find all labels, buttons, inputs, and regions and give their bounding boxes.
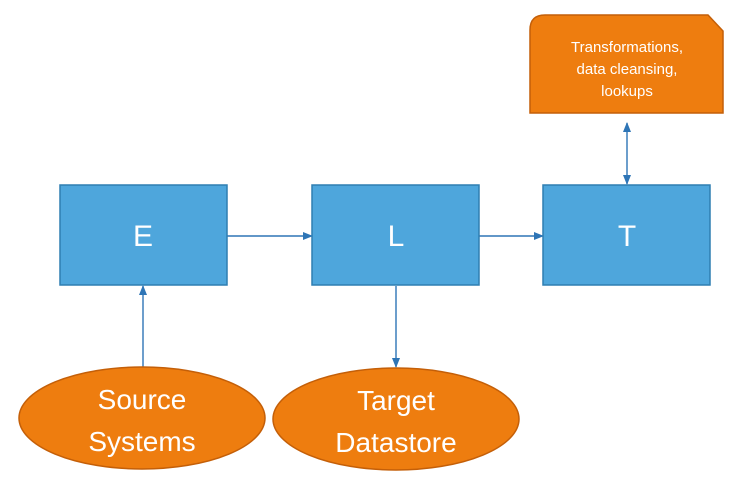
target-line-2: Datastore [335, 427, 456, 458]
note-shape [529, 14, 724, 114]
node-source-systems[interactable]: Source Systems [18, 366, 266, 470]
target-ellipse [272, 367, 520, 471]
node-l-box [311, 184, 480, 286]
note-line-1: Transformations, [571, 39, 683, 56]
node-l-label: L [388, 220, 405, 253]
node-t-box [542, 184, 711, 286]
node-t-label: T [618, 220, 636, 253]
node-t[interactable]: T [542, 184, 711, 286]
node-e[interactable]: E [59, 184, 228, 286]
source-line-1: Source [98, 384, 187, 415]
node-l[interactable]: L [311, 184, 480, 286]
note-line-2: data cleansing, [577, 61, 678, 78]
node-e-label: E [133, 220, 153, 253]
node-transformations-note[interactable]: Transformations, data cleansing, lookups [529, 14, 724, 114]
note-line-3: lookups [601, 83, 653, 100]
node-e-box [59, 184, 228, 286]
source-ellipse [18, 366, 266, 470]
source-line-2: Systems [88, 426, 195, 457]
target-line-1: Target [357, 385, 435, 416]
node-target-datastore[interactable]: Target Datastore [272, 367, 520, 471]
